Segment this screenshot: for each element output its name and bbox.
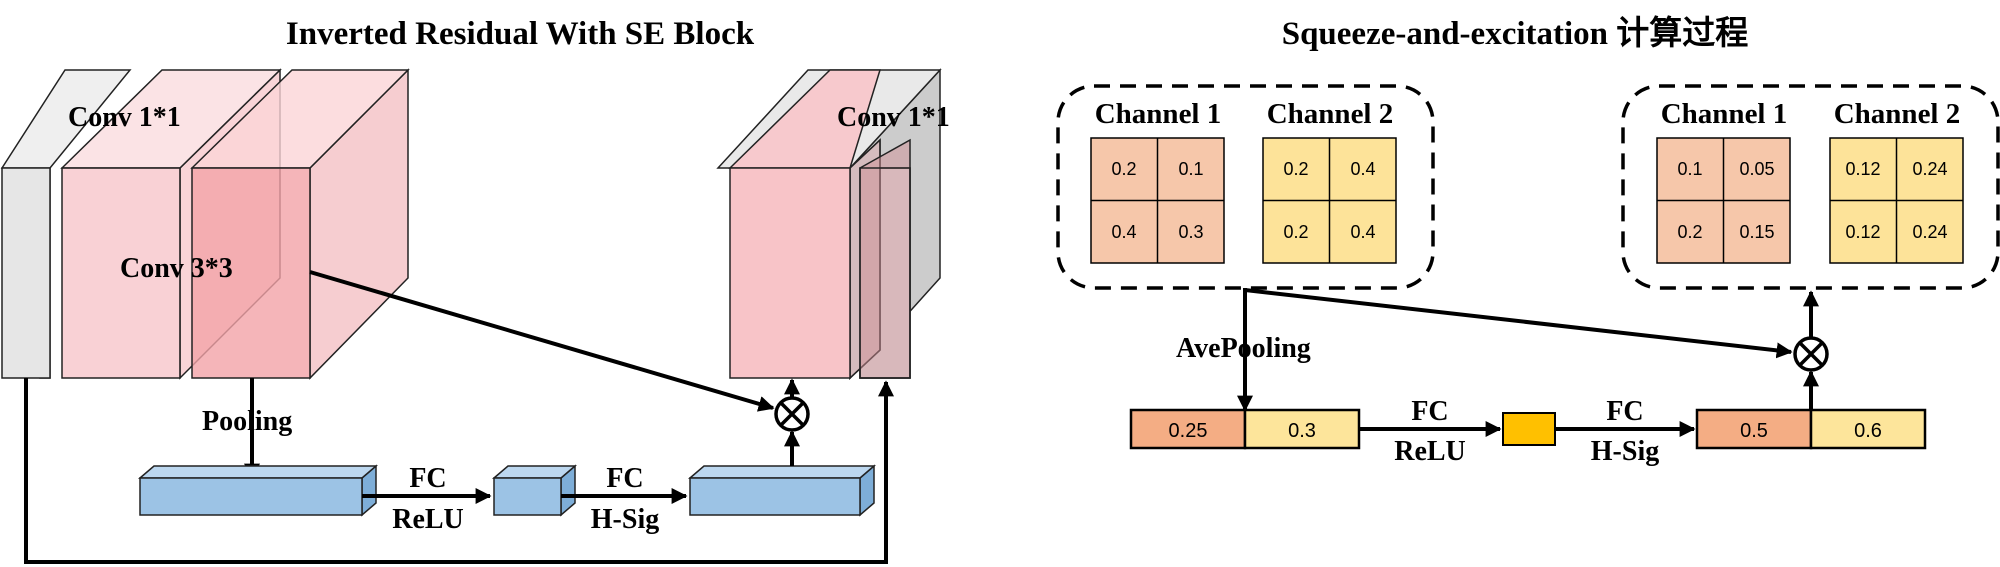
output-channel2-grid: 0.12 0.24 0.12 0.24 bbox=[1829, 137, 1964, 264]
fc2-label: FC bbox=[606, 463, 643, 494]
input-channel1-grid: 0.2 0.1 0.4 0.3 bbox=[1090, 137, 1225, 264]
input-channel2-label: Channel 2 bbox=[1267, 98, 1394, 130]
vector-cell: 0.3 bbox=[1288, 420, 1316, 442]
scale-vector: 0.5 0.6 bbox=[1695, 408, 1927, 450]
reduced-vector bbox=[1502, 412, 1556, 446]
grid-cell: 0.12 bbox=[1845, 222, 1880, 242]
residual-connection-arrow bbox=[24, 378, 894, 564]
multiply-icon-right bbox=[1793, 336, 1829, 372]
left-title: Inverted Residual With SE Block bbox=[286, 16, 755, 52]
grid-cell: 0.2 bbox=[1111, 159, 1136, 179]
avepooling-label: AvePooling bbox=[1176, 333, 1311, 364]
grid-cell: 0.24 bbox=[1912, 222, 1947, 242]
conv1x1-label: Conv 1*1 bbox=[68, 102, 181, 133]
output-conv1x1-block bbox=[716, 68, 942, 380]
vector-cell: 0.6 bbox=[1854, 420, 1882, 442]
scale-vector-block bbox=[687, 464, 877, 517]
pooling-label: Pooling bbox=[202, 406, 292, 437]
grid-cell: 0.4 bbox=[1350, 222, 1375, 242]
vector-cell: 0.25 bbox=[1169, 420, 1208, 442]
grid-cell: 0.12 bbox=[1845, 159, 1880, 179]
input-channel2-grid: 0.2 0.4 0.2 0.4 bbox=[1262, 137, 1397, 264]
fc1-label-right: FC bbox=[1411, 396, 1448, 427]
input-channel1-label: Channel 1 bbox=[1095, 98, 1222, 130]
fc2-label-right: FC bbox=[1606, 396, 1643, 427]
grid-cell: 0.4 bbox=[1350, 159, 1375, 179]
multiply-icon bbox=[774, 396, 810, 432]
depthwise-conv3x3-block bbox=[190, 68, 410, 380]
vector-cell: 0.5 bbox=[1740, 420, 1768, 442]
fc1-label: FC bbox=[409, 463, 446, 494]
feature-to-multiply-arrow bbox=[309, 270, 775, 412]
hsig-label: H-Sig bbox=[591, 504, 659, 535]
output-channel1-grid: 0.1 0.05 0.2 0.15 bbox=[1656, 137, 1791, 264]
right-title: Squeeze-and-excitation 计算过程 bbox=[1282, 14, 1749, 52]
grid-cell: 0.15 bbox=[1739, 222, 1774, 242]
hsig-label-right: H-Sig bbox=[1591, 436, 1659, 467]
conv3x3-label: Conv 3*3 bbox=[120, 253, 233, 284]
grid-cell: 0.05 bbox=[1739, 159, 1774, 179]
input-feature-map-box bbox=[1056, 84, 1435, 290]
grid-cell: 0.2 bbox=[1677, 222, 1702, 242]
pooled-vector: 0.25 0.3 bbox=[1129, 408, 1361, 450]
relu-label-right: ReLU bbox=[1394, 436, 1466, 467]
grid-cell: 0.2 bbox=[1283, 222, 1308, 242]
grid-cell: 0.1 bbox=[1677, 159, 1702, 179]
grid-cell: 0.24 bbox=[1912, 159, 1947, 179]
pooled-vector-block bbox=[137, 464, 379, 517]
reduced-vector-block bbox=[491, 464, 578, 517]
input-conv1x1-block bbox=[0, 69, 132, 379]
conv-out-label: Conv 1*1 bbox=[837, 102, 950, 133]
output-channel2-label: Channel 2 bbox=[1834, 98, 1961, 130]
grid-cell: 0.2 bbox=[1283, 159, 1308, 179]
output-channel1-label: Channel 1 bbox=[1661, 98, 1788, 130]
feature-to-multiply-arrow-right bbox=[1244, 288, 1793, 359]
grid-cell: 0.1 bbox=[1178, 159, 1203, 179]
relu-label: ReLU bbox=[392, 504, 464, 535]
grid-cell: 0.3 bbox=[1178, 222, 1203, 242]
output-feature-map-box bbox=[1621, 84, 2000, 290]
grid-cell: 0.4 bbox=[1111, 222, 1136, 242]
